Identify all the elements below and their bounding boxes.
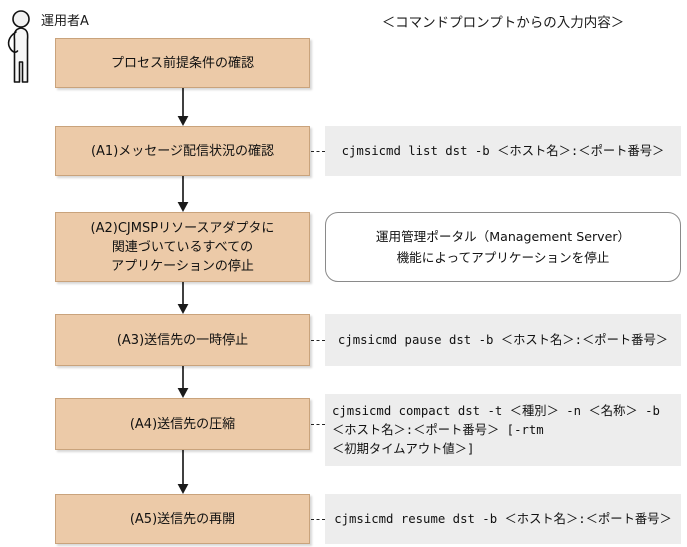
command-panel-step-a3: cjmsicmd pause dst -b ＜ホスト名＞:＜ポート番号＞ [325,314,681,366]
right-column-header: ＜コマンドプロンプトからの入力内容＞ [381,15,625,31]
command-panel-text: cjmsicmd pause dst -b ＜ホスト名＞:＜ポート番号＞ [337,332,669,347]
process-box-step-a5[interactable]: (A5)送信先の再開 [55,494,310,544]
actor-label: 運用者A [41,14,89,29]
process-box-step-0[interactable]: プロセス前提条件の確認 [55,38,310,88]
process-box-step-a4[interactable]: (A4)送信先の圧縮 [55,398,310,450]
process-box-label: (A3)送信先の一時停止 [116,332,249,348]
note-panel-step-a2: 運用管理ポータル（Management Server）機能によってアプリケーショ… [325,212,681,282]
command-panel-step-a5: cjmsicmd resume dst -b ＜ホスト名＞:＜ポート番号＞ [325,494,681,544]
command-panel-step-a1: cjmsicmd list dst -b ＜ホスト名＞:＜ポート番号＞ [325,126,681,176]
flow-arrow [175,88,191,130]
process-box-step-a3[interactable]: (A3)送信先の一時停止 [55,314,310,366]
note-panel-text: 運用管理ポータル（Management Server）機能によってアプリケーショ… [375,229,631,265]
flow-arrow [175,366,191,402]
flow-arrow [175,176,191,216]
process-box-label: (A1)メッセージ配信状況の確認 [90,143,275,159]
process-box-step-a2[interactable]: (A2)CJMSPリソースアダプタに関連づいているすべてのアプリケーションの停止 [55,212,310,282]
flow-arrow [175,282,191,318]
command-panel-text: cjmsicmd resume dst -b ＜ホスト名＞:＜ポート番号＞ [334,511,672,526]
process-box-label: (A4)送信先の圧縮 [129,416,236,432]
process-box-label: プロセス前提条件の確認 [110,55,254,71]
process-box-label: (A2)CJMSPリソースアダプタに関連づいているすべてのアプリケーションの停止 [90,220,275,274]
dashed-connector-step-a4 [311,424,325,425]
command-panel-text: cjmsicmd list dst -b ＜ホスト名＞:＜ポート番号＞ [341,143,665,158]
dashed-connector-step-a5 [311,519,325,520]
actor-person-icon [2,10,42,90]
dashed-connector-step-a1 [311,151,325,152]
process-box-step-a1[interactable]: (A1)メッセージ配信状況の確認 [55,126,310,176]
process-box-label: (A5)送信先の再開 [129,511,236,527]
command-panel-step-a4: cjmsicmd compact dst -t ＜種別＞ -n ＜名称＞ -b＜… [325,394,681,466]
dashed-connector-step-a3 [311,340,325,341]
flow-arrow [175,450,191,498]
command-panel-text: cjmsicmd compact dst -t ＜種別＞ -n ＜名称＞ -b＜… [332,403,660,456]
